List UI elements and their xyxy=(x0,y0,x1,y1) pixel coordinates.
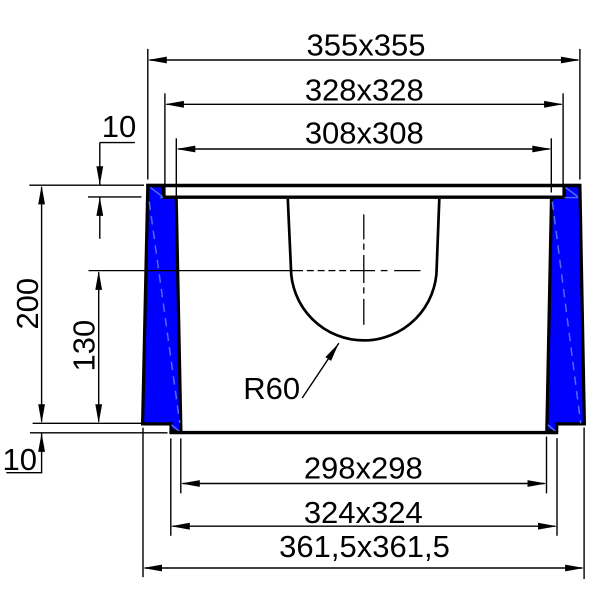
svg-text:324x324: 324x324 xyxy=(304,495,423,530)
svg-text:R60: R60 xyxy=(243,371,300,406)
svg-text:10: 10 xyxy=(102,109,136,144)
svg-text:328x328: 328x328 xyxy=(305,73,424,108)
svg-text:361,5x361,5: 361,5x361,5 xyxy=(279,529,450,564)
svg-text:298x298: 298x298 xyxy=(304,451,423,486)
svg-text:130: 130 xyxy=(67,320,102,372)
svg-text:355x355: 355x355 xyxy=(307,27,426,62)
svg-text:10: 10 xyxy=(2,442,36,477)
svg-text:308x308: 308x308 xyxy=(305,115,424,150)
svg-text:200: 200 xyxy=(10,278,45,330)
